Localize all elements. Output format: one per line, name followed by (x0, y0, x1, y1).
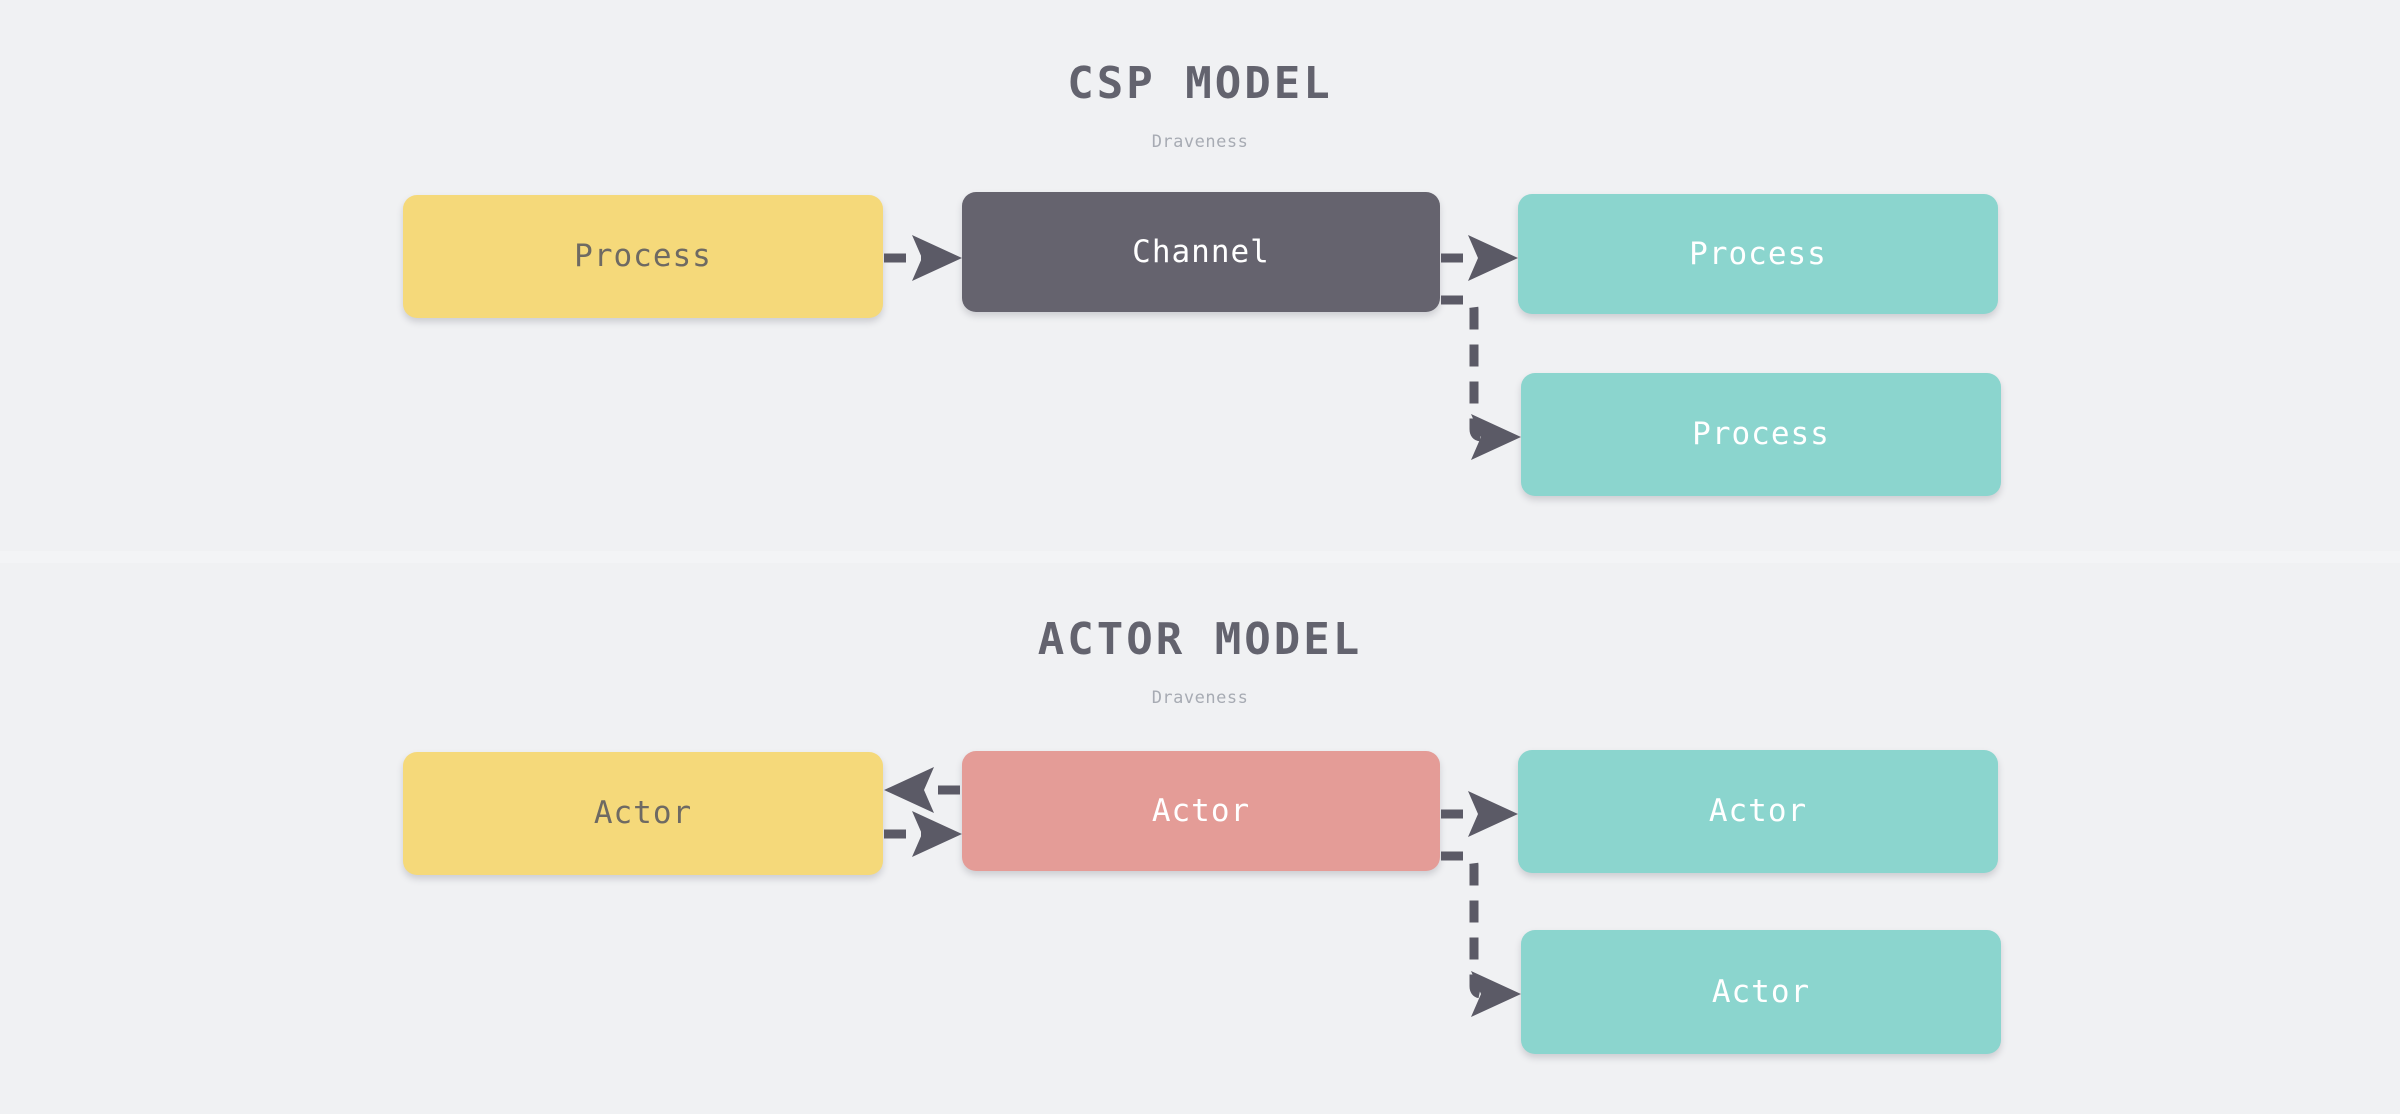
actor-node-right-2[interactable]: Actor (1521, 930, 2001, 1054)
node-label: Actor (1151, 792, 1251, 829)
node-label: Actor (1711, 973, 1811, 1010)
node-label: Process (574, 238, 712, 274)
actor-model-title: ACTOR MODEL (1037, 614, 1363, 665)
node-label: Channel (1132, 233, 1270, 270)
actor-node-center[interactable]: Actor (962, 751, 1440, 871)
node-label: Process (1692, 416, 1830, 452)
actor-model-subtitle: Draveness (1151, 688, 1249, 708)
csp-node-process-sender[interactable]: Process (403, 195, 883, 318)
csp-node-channel[interactable]: Channel (962, 192, 1440, 312)
actor-node-right-1[interactable]: Actor (1518, 750, 1998, 873)
csp-model-title: CSP MODEL (1067, 58, 1333, 109)
node-label: Actor (593, 795, 693, 831)
section-divider (0, 551, 2400, 563)
csp-model-subtitle: Draveness (1151, 132, 1249, 152)
node-label: Actor (1708, 793, 1808, 829)
csp-node-process-receiver-1[interactable]: Process (1518, 194, 1998, 314)
node-label: Process (1689, 235, 1827, 272)
actor-node-left[interactable]: Actor (403, 752, 883, 875)
csp-node-process-receiver-2[interactable]: Process (1521, 373, 2001, 496)
